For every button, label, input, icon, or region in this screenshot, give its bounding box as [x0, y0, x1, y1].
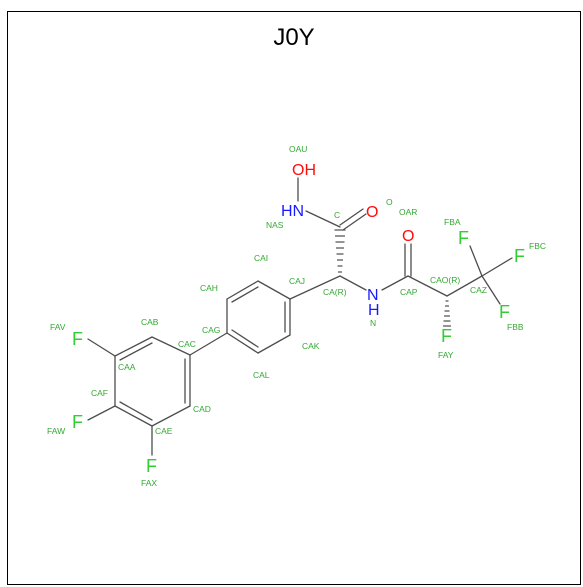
atom-label-cad: CAD [193, 404, 211, 414]
amine-h: H [368, 302, 380, 319]
fluorine-fay: F [441, 326, 452, 346]
bond-n-cap [381, 275, 409, 291]
atom-label-fay: FAY [438, 350, 454, 360]
amine-n: N [367, 287, 379, 304]
image-frame [7, 11, 581, 585]
atom-label-fav: FAV [50, 322, 66, 332]
atom-label-fax: FAX [141, 478, 157, 488]
fluorine-fba: F [458, 228, 469, 248]
bond-cao-caz [446, 275, 483, 297]
bond-cag-cac [189, 332, 228, 356]
bond-caf-faw [87, 405, 116, 421]
fluorine-fax: F [146, 456, 157, 476]
hashed-wedge-cao-f [443, 300, 451, 327]
bond-cap-cao [407, 275, 448, 297]
bond-cak-cal [257, 334, 291, 354]
atom-label-caz: CAZ [470, 285, 487, 295]
molecule-title: J0Y [273, 24, 315, 51]
atom-label-n: N [370, 318, 376, 328]
bond-caj-ca [289, 275, 341, 300]
atom-label-cao-r: CAO(R) [430, 275, 460, 285]
atom-label-cae: CAE [155, 426, 173, 436]
bond-inner-4 [119, 342, 153, 361]
bond-cab-caa [114, 336, 153, 357]
bond-caz-fbb [481, 275, 501, 305]
fluorine-faw: F [72, 412, 83, 432]
bond-caz-fbc [481, 257, 513, 277]
bond-inner-3 [231, 329, 259, 348]
bond-cac-cab [151, 336, 191, 356]
atom-label-cai: CAI [254, 253, 268, 263]
bond-caz-fba [469, 245, 483, 277]
element-symbols: OH HN O O N H F F F F F F F [72, 162, 525, 476]
bond-c-o-1 [339, 208, 364, 226]
atom-label-caj: CAJ [289, 276, 305, 286]
bond-inner-5 [119, 401, 153, 421]
bond-inner-1 [231, 286, 259, 303]
bond-cal-cag [226, 332, 259, 354]
atom-label-cac: CAC [178, 339, 196, 349]
carbonyl-o: O [366, 204, 378, 221]
atom-label-o: O [386, 197, 393, 207]
bond-caa-fav [87, 338, 116, 357]
atom-label-cal: CAL [253, 370, 270, 380]
fluorine-fbb: F [499, 302, 510, 322]
atom-label-fbc: FBC [529, 241, 546, 251]
hydroxyl-oh: OH [292, 162, 316, 179]
atom-label-caa: CAA [118, 362, 136, 372]
fluorine-fav: F [72, 329, 83, 349]
bond-cae-cad [151, 405, 191, 427]
hashed-wedge-ca-c [334, 229, 346, 273]
bonds [87, 177, 513, 456]
atom-label-cah: CAH [200, 283, 218, 293]
bond-cah-cai [226, 280, 259, 300]
atom-label-fba: FBA [444, 217, 461, 227]
atom-label-faw: FAW [47, 426, 65, 436]
atom-label-cab: CAB [141, 317, 159, 327]
atom-label-cap: CAP [400, 287, 418, 297]
hydroxamic-hn: HN [281, 203, 304, 220]
atom-label-nas: NAS [266, 220, 284, 230]
atom-label-c: C [334, 210, 340, 220]
bond-caf-cae [114, 405, 153, 427]
amide-o: O [402, 228, 414, 245]
atom-name-labels: OAU NAS C O OAR FBA FBC CAI CAJ CAH CA(R… [47, 144, 546, 488]
atom-label-oau: OAU [289, 144, 307, 154]
atom-label-oar: OAR [399, 207, 417, 217]
atom-label-ca-r: CA(R) [323, 287, 347, 297]
atom-label-caf: CAF [91, 388, 108, 398]
bond-ca-n [339, 275, 367, 291]
atom-label-cag: CAG [202, 325, 220, 335]
atom-label-fbb: FBB [507, 322, 524, 332]
atom-label-cak: CAK [302, 341, 320, 351]
fluorine-fbc: F [514, 246, 525, 266]
bond-c-nas [305, 210, 341, 228]
bond-cai-caj [257, 280, 291, 300]
bond-c-o-2 [342, 213, 367, 231]
